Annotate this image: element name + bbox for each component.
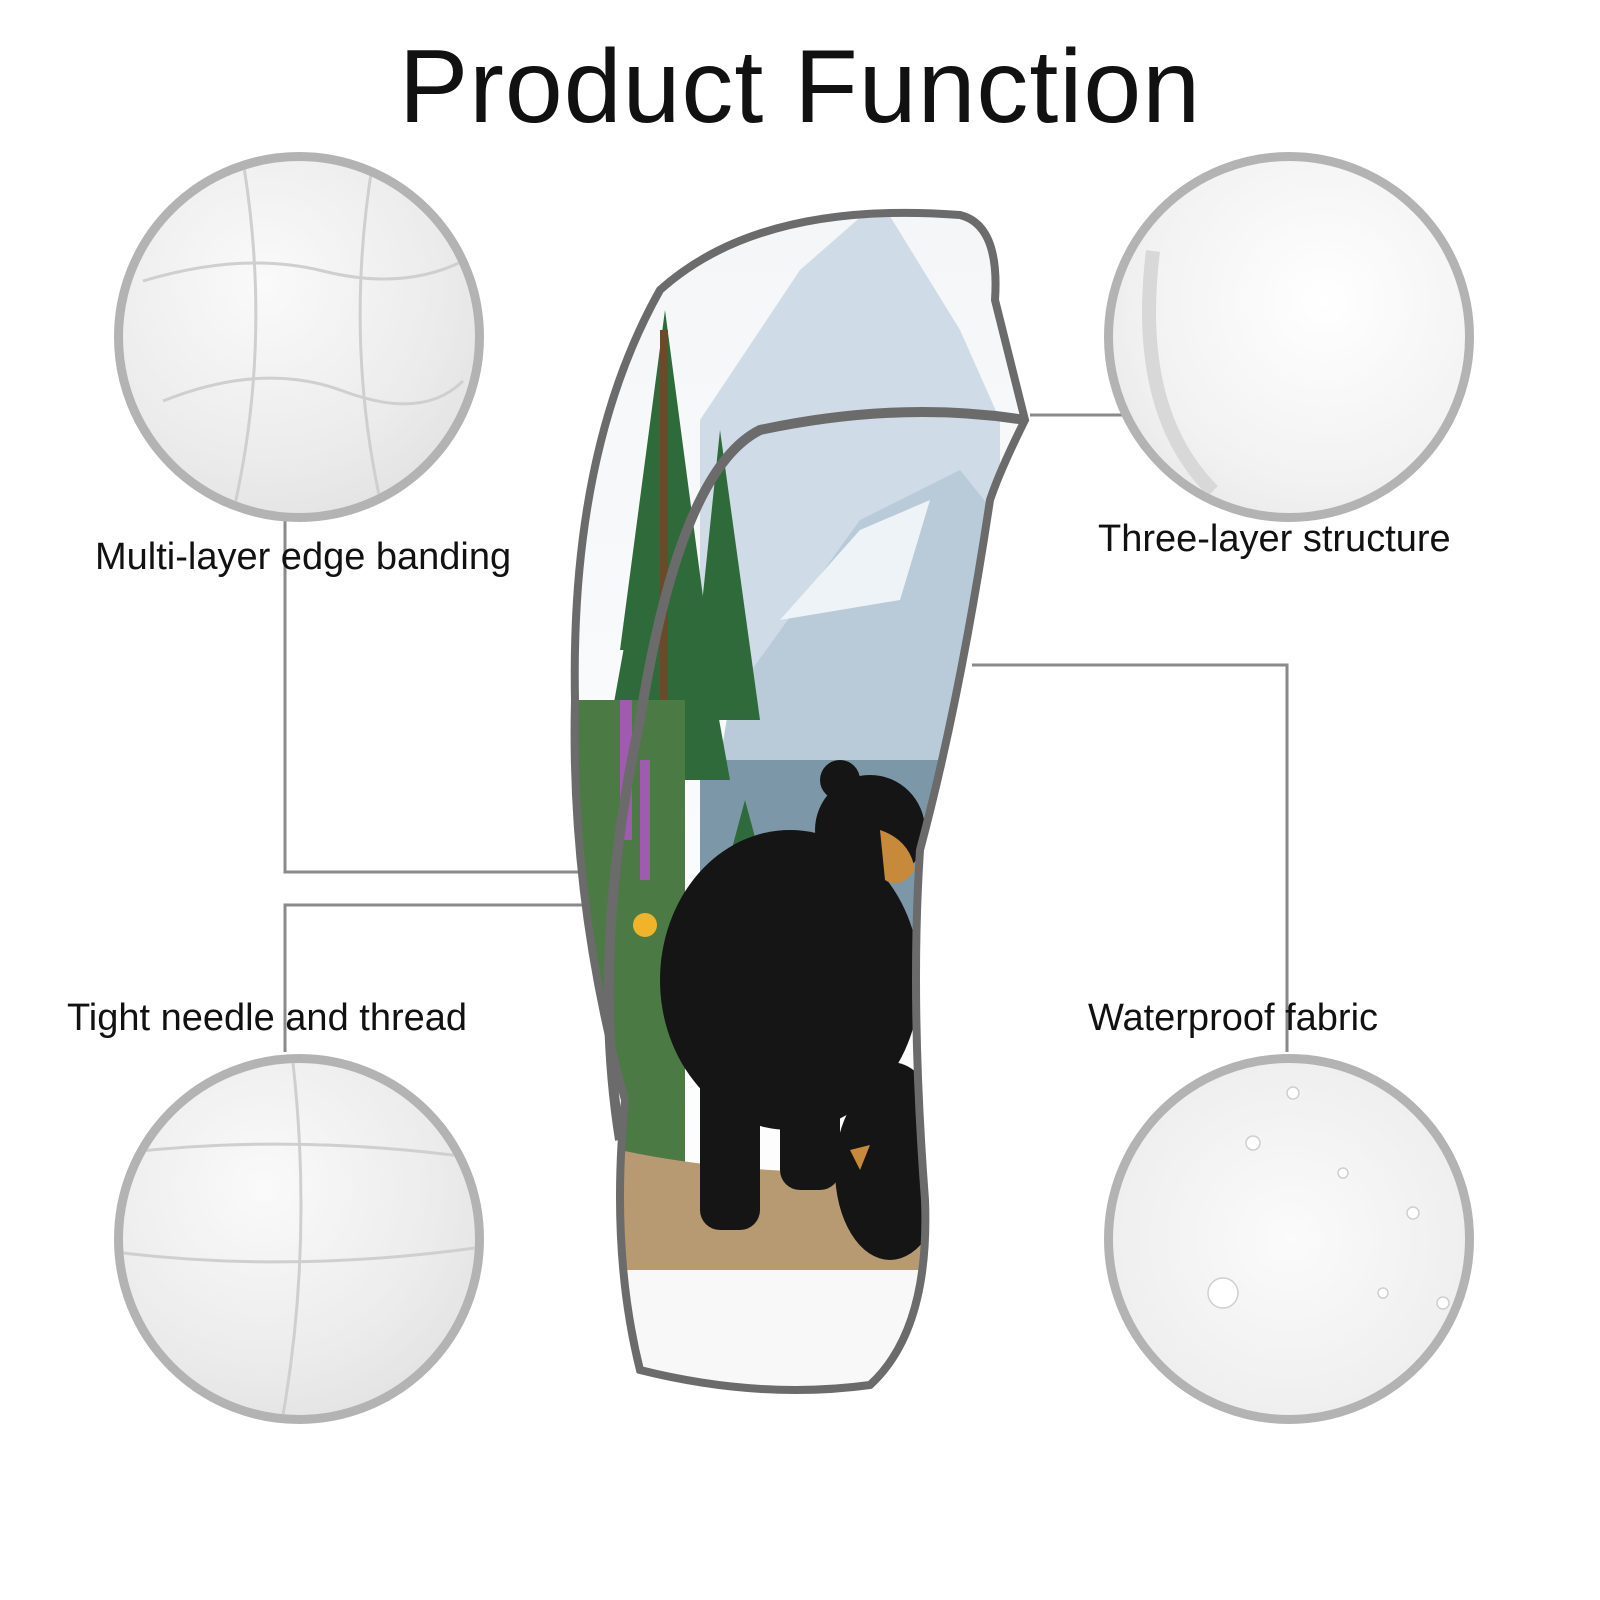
feature-label-three-layer: Three-layer structure bbox=[1098, 518, 1451, 560]
feature-label-edge-banding: Multi-layer edge banding bbox=[95, 536, 512, 578]
detail-circle-needle-thread bbox=[114, 1054, 484, 1424]
detail-circle-waterproof bbox=[1104, 1054, 1474, 1424]
detail-circle-three-layer bbox=[1104, 152, 1474, 522]
feature-label-needle-thread: Tight needle and thread bbox=[67, 997, 468, 1039]
detail-circle-edge-banding bbox=[114, 152, 484, 522]
feature-label-waterproof: Waterproof fabric bbox=[1088, 997, 1379, 1039]
page-title: Product Function bbox=[398, 29, 1202, 145]
